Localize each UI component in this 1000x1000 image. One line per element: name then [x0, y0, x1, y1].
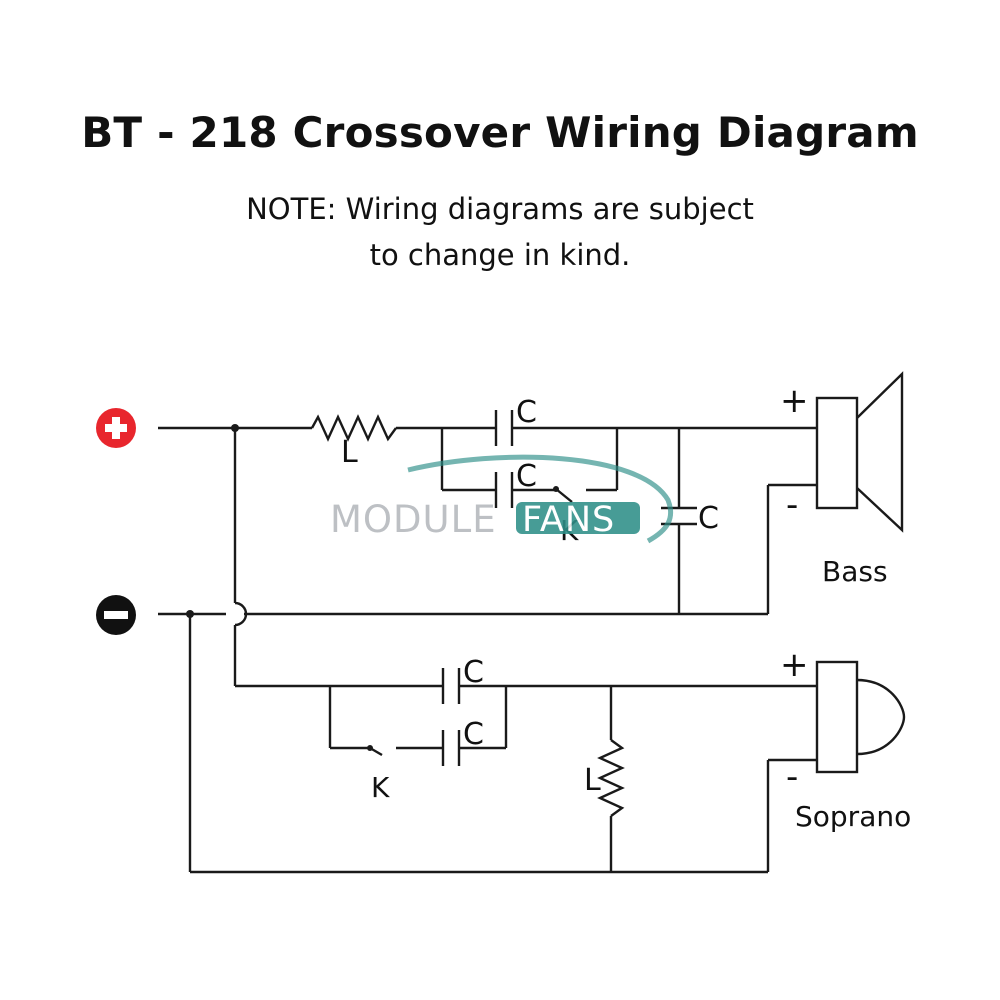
note-text: NOTE: Wiring diagrams are subject to cha…	[0, 186, 1000, 278]
wiring	[158, 410, 817, 874]
woofer-speaker-icon	[815, 371, 904, 533]
page-title: BT - 218 Crossover Wiring Diagram	[81, 108, 919, 157]
soprano-speaker-label: Soprano	[795, 800, 911, 833]
positive-terminal	[96, 408, 136, 448]
cap-bass-shunt-label: C	[698, 501, 719, 536]
cap-sop-series-1-label: C	[463, 655, 484, 690]
bass-plus-label: +	[780, 381, 809, 421]
inductor-bass-label: L	[341, 435, 358, 470]
tweeter-speaker-icon	[815, 660, 906, 774]
junction-dot	[186, 610, 194, 618]
cap-sop-series-2-label: C	[463, 717, 484, 752]
switch-contact	[367, 745, 373, 751]
sop-plus-label: +	[780, 645, 809, 685]
watermark-fans-text: FANS	[522, 500, 615, 540]
bass-speaker-label: Bass	[822, 555, 888, 588]
junction-dot	[231, 424, 239, 432]
junction-dots	[186, 424, 559, 751]
cap-bass-series-1-label: C	[516, 395, 537, 430]
inductor-sop-label: L	[584, 763, 601, 798]
inductor-bass-symbol	[310, 414, 397, 442]
watermark: MODULE FANS	[330, 454, 674, 544]
switch-blade	[555, 488, 573, 503]
switch-sop-label: K	[371, 771, 390, 804]
watermark-swoosh	[407, 454, 674, 544]
note-line-1: NOTE: Wiring diagrams are subject	[246, 192, 754, 226]
watermark-module-text: MODULE	[330, 498, 497, 541]
sop-minus-label: -	[786, 757, 798, 797]
note-line-2: to change in kind.	[369, 238, 631, 272]
bass-minus-label: -	[786, 485, 798, 525]
negative-terminal	[96, 595, 136, 635]
switch-contact	[553, 486, 559, 492]
cap-bass-series-2-label: C	[516, 459, 537, 494]
watermark-fans-box	[516, 502, 640, 534]
inductor-soprano-symbol	[597, 739, 625, 817]
